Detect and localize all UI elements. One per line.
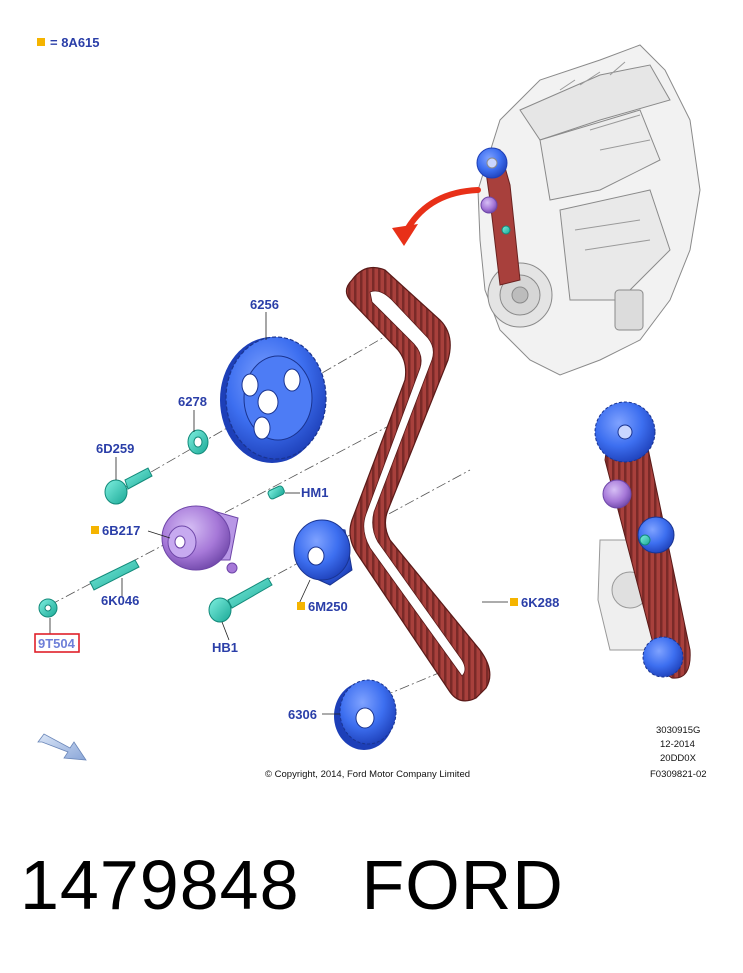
label-6k046: 6K046 <box>101 593 139 608</box>
info-line-4: F0309821-02 <box>650 769 707 780</box>
info-line-1: 3030915G <box>656 725 700 736</box>
legend: = 8A615 <box>37 35 100 50</box>
engine-illustration <box>476 44 701 376</box>
legend-marker-6m250 <box>297 602 305 610</box>
label-6d259: 6D259 <box>96 441 134 456</box>
label-6m250: 6M250 <box>308 599 348 614</box>
leader-lines <box>49 312 508 715</box>
legend-marker <box>37 38 45 46</box>
part-number: 1479848 <box>20 846 300 924</box>
label-6306: 6306 <box>288 707 317 722</box>
cam-sprocket <box>220 336 327 463</box>
label-6k288: 6K288 <box>521 595 559 610</box>
timing-belt <box>345 267 491 702</box>
info-line-2: 12-2014 <box>660 739 695 750</box>
direction-arrow <box>392 187 481 246</box>
label-6256: 6256 <box>250 297 279 312</box>
tensioner <box>161 505 239 574</box>
bolt-hb1 <box>208 577 273 623</box>
washer <box>187 429 209 455</box>
label-hb1: HB1 <box>212 640 238 655</box>
pin-hm1 <box>267 485 285 500</box>
copyright: © Copyright, 2014, Ford Motor Company Li… <box>265 769 470 780</box>
label-9t504: 9T504 <box>38 636 76 651</box>
crank-sprocket <box>334 679 397 750</box>
brand-name: FORD <box>361 846 564 924</box>
nut-9t504 <box>38 598 58 618</box>
bolt-6d259 <box>104 467 153 505</box>
label-6b217: 6B217 <box>102 523 140 538</box>
legend-label: = 8A615 <box>50 35 100 50</box>
assembled-view <box>594 401 691 679</box>
part-labels: 6256 6278 6D259 HM1 6B217 6K046 9T504 6M… <box>34 297 559 722</box>
view-arrow-icon <box>37 733 87 761</box>
drawing-info: 3030915G 12-2014 20DD0X F0309821-02 <box>650 725 707 780</box>
idler-pulley <box>293 519 353 586</box>
legend-marker-6k288 <box>510 598 518 606</box>
stud-6k046 <box>89 559 140 591</box>
legend-marker-6b217 <box>91 526 99 534</box>
label-6278: 6278 <box>178 394 207 409</box>
info-line-3: 20DD0X <box>660 753 697 764</box>
label-hm1: HM1 <box>301 485 328 500</box>
highlight-box-9t504 <box>34 633 80 653</box>
